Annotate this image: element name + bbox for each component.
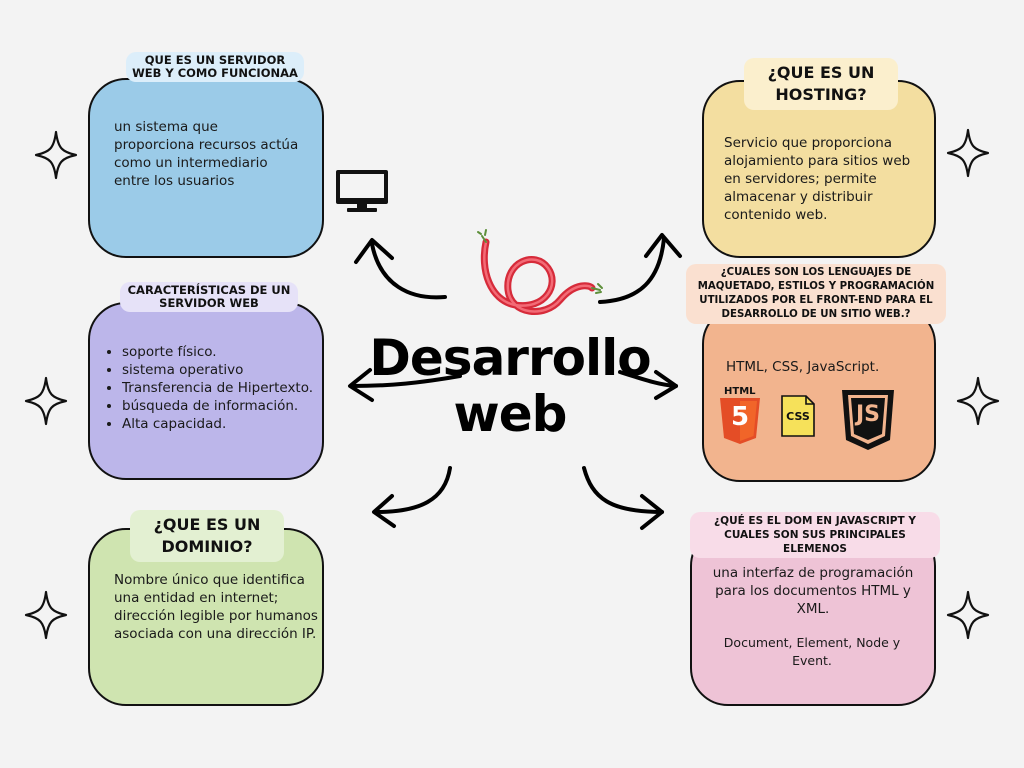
sparkle-icon: [946, 128, 990, 178]
title-line-1: Desarrollo: [369, 329, 651, 387]
hosting-title: ¿QUE ES UN HOSTING?: [744, 58, 898, 110]
dominio-title: ¿QUE ES UN DOMINIO?: [130, 510, 284, 562]
arrow-to-dominio: [374, 466, 452, 514]
html-label: HTML: [724, 386, 756, 397]
arrow-to-dom: [582, 466, 664, 514]
list-item: Transferencia de Hipertexto.: [122, 379, 336, 397]
caracteristicas-list: soporte físico. sistema operativo Transf…: [104, 343, 336, 433]
hosting-body: Servicio que proporciona alojamiento par…: [724, 135, 911, 223]
sparkle-icon: [24, 590, 68, 640]
sparkle-icon: [24, 376, 68, 426]
dom-title: ¿QUÉ ES EL DOM EN JAVASCRIPT Y CUALES SO…: [690, 512, 940, 558]
dom-body-elements: Document, Element, Node y Event.: [723, 635, 901, 668]
lenguajes-body: HTML, CSS, JavaScript.: [726, 359, 880, 375]
list-item: soporte físico.: [122, 343, 336, 361]
sparkle-icon: [946, 590, 990, 640]
lenguajes-title: ¿CUALES SON LOS LENGUAJES DE MAQUETADO, …: [686, 264, 946, 324]
list-item: Alta capacidad.: [122, 415, 336, 433]
html-number: 5: [730, 402, 750, 432]
central-title: Desarrollo web: [340, 330, 680, 442]
servidor-title: QUE ES UN SERVIDOR WEB Y COMO FUNCIONAA: [126, 52, 304, 83]
monitor-icon: [336, 170, 388, 212]
caracteristicas-title: CARACTERÍSTICAS DE UN SERVIDOR WEB: [120, 282, 298, 313]
css-label: CSS: [786, 410, 810, 423]
sparkle-icon: [956, 376, 1000, 426]
sparkle-icon: [34, 130, 78, 180]
html5-icon: HTML 5: [718, 386, 762, 444]
list-item: búsqueda de información.: [122, 397, 336, 415]
list-item: sistema operativo: [122, 361, 336, 379]
cable-icon: [477, 229, 603, 315]
caracteristicas-card: [88, 302, 324, 480]
js-shield-icon: JS: [840, 390, 896, 450]
servidor-body: un sistema que proporciona recursos actú…: [114, 119, 299, 189]
arrow-to-hosting: [598, 236, 666, 304]
dominio-body: Nombre único que identifica una entidad …: [114, 572, 318, 642]
arrow-to-servidor: [370, 242, 447, 300]
lenguajes-card: [702, 306, 936, 482]
js-label: JS: [855, 402, 881, 427]
servidor-card: [88, 78, 324, 258]
arrow-to-caracteristicas: [350, 374, 462, 388]
css-file-icon: CSS: [780, 394, 816, 438]
dom-body: una interfaz de programación para los do…: [712, 565, 914, 617]
title-line-2: web: [453, 385, 568, 443]
